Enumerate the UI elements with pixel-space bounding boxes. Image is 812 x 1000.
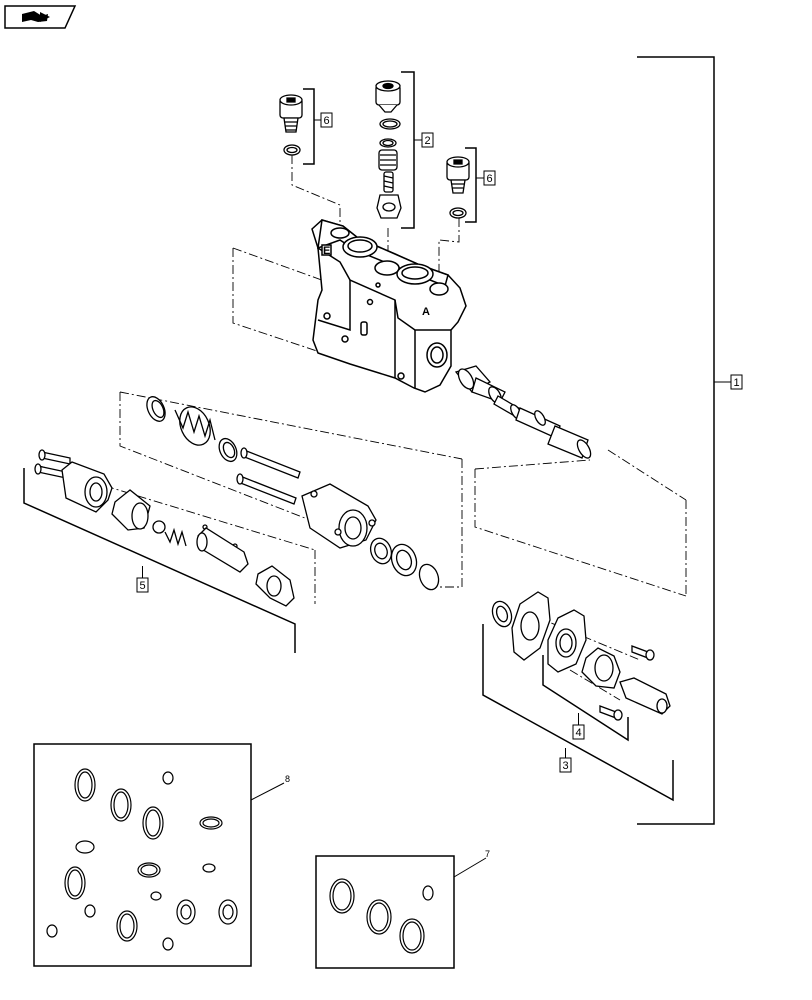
svg-text:6: 6 xyxy=(323,115,329,127)
svg-text:6: 6 xyxy=(486,173,492,185)
port-e-marking: E xyxy=(323,245,330,257)
cap-kit xyxy=(491,591,671,721)
callout-1: 1 xyxy=(714,374,743,390)
callout-6-left: 6 xyxy=(314,112,333,128)
seal-kit-7 xyxy=(315,855,455,969)
plug-left xyxy=(279,94,303,156)
bracket-lines xyxy=(23,56,715,825)
relief-valve-cartridge xyxy=(375,80,402,219)
next-page-button[interactable] xyxy=(4,5,77,29)
callout-2: 2 xyxy=(414,132,434,148)
callout-8: 8 xyxy=(285,774,290,784)
seal-kit-8 xyxy=(33,743,252,967)
detent-kit xyxy=(34,449,295,607)
callout-7: 7 xyxy=(485,849,490,859)
valve-section-body xyxy=(311,219,467,393)
svg-text:3: 3 xyxy=(562,760,568,772)
kit-leaders xyxy=(250,782,487,878)
spring-return-group xyxy=(146,396,440,591)
callout-5: 5 xyxy=(136,566,149,593)
plug-right xyxy=(446,156,470,219)
svg-text:1: 1 xyxy=(733,377,739,389)
callout-3: 3 xyxy=(559,748,572,773)
callout-6-right: 6 xyxy=(476,170,496,186)
valve-spool xyxy=(454,365,592,459)
svg-text:4: 4 xyxy=(575,727,581,739)
port-a-marking: A xyxy=(422,306,430,318)
svg-text:2: 2 xyxy=(424,135,430,147)
next-page-arrow-icon xyxy=(22,11,50,22)
svg-text:5: 5 xyxy=(139,580,145,592)
callout-4: 4 xyxy=(572,713,585,740)
